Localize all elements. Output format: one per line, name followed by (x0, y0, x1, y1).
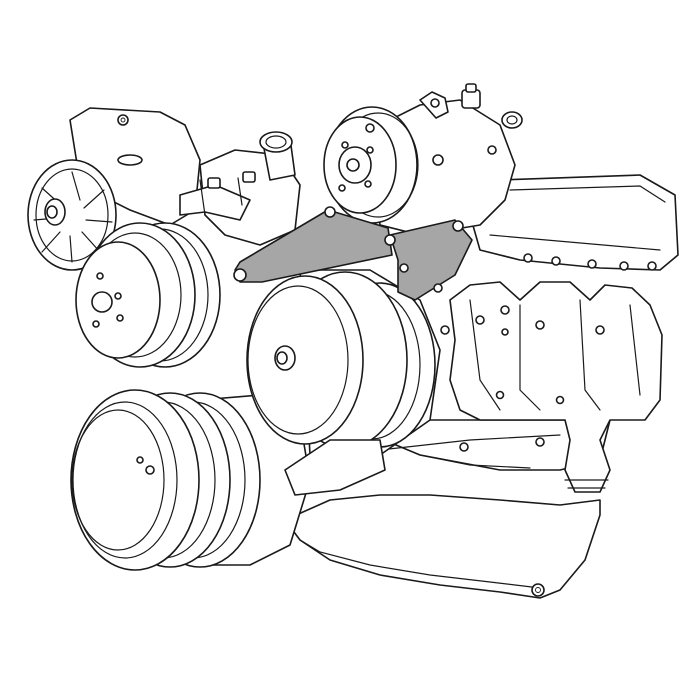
valve-cover (469, 174, 679, 271)
power-steering-pulley (246, 269, 441, 496)
misc-fasteners (433, 283, 510, 336)
thermostat-housing (179, 131, 301, 246)
engine-block (359, 419, 611, 471)
crankshaft-pulley (70, 389, 311, 571)
bracket-side-plate (389, 219, 473, 301)
oil-pan (284, 494, 601, 599)
alternator (27, 159, 117, 271)
valve-cover-bolts (523, 253, 657, 271)
water-pump-pulley (75, 222, 221, 368)
ac-compressor (323, 83, 523, 236)
compressor-mounting-bracket (233, 206, 473, 301)
